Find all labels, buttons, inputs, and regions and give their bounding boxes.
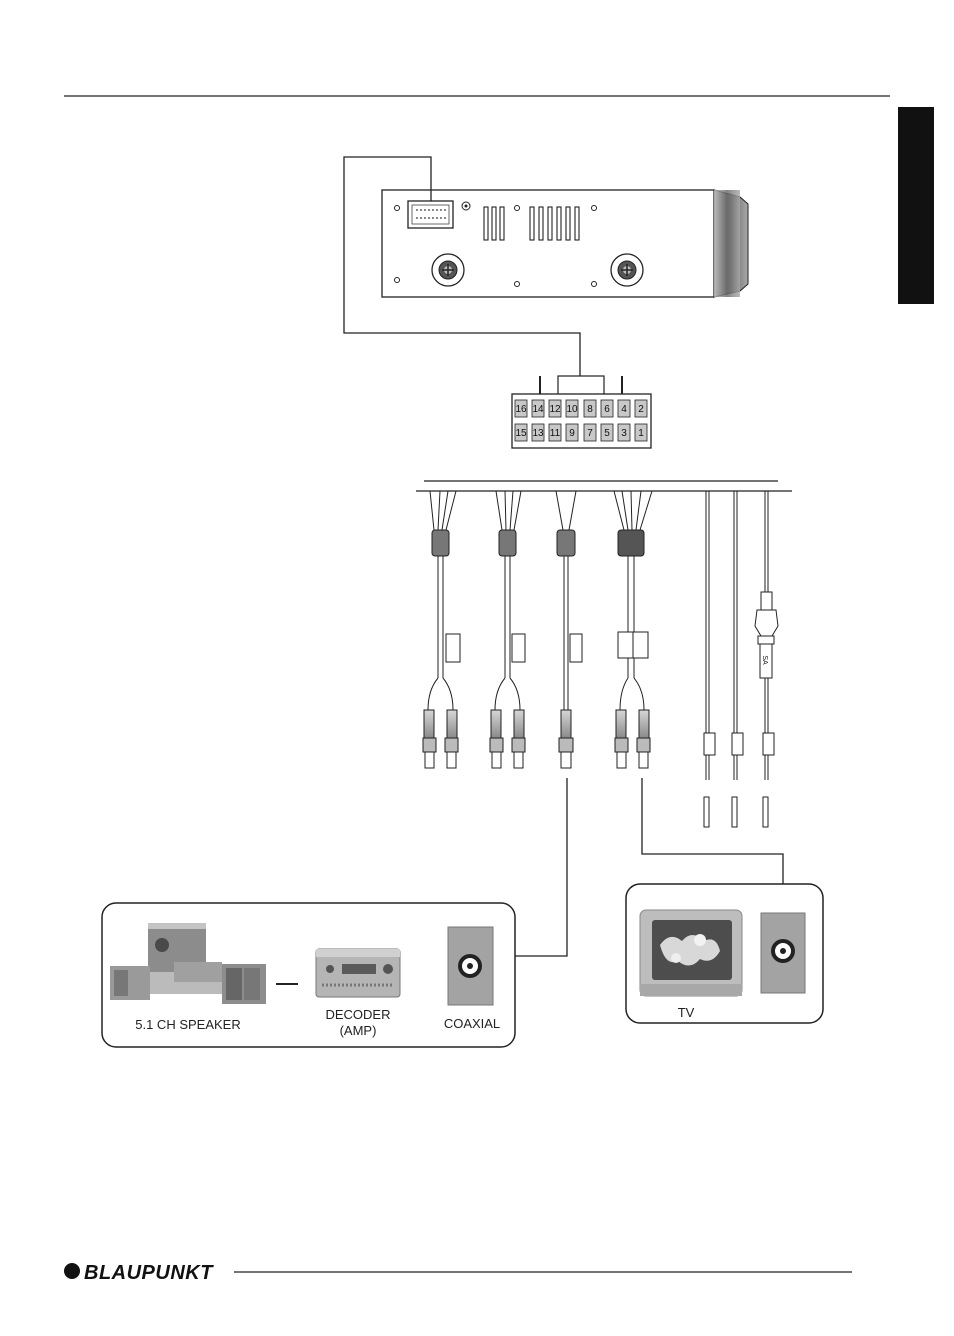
pin-label: 9 (569, 428, 575, 439)
brand-logo: BLAUPUNKT (64, 1262, 214, 1284)
coaxial-jack-icon (448, 927, 493, 1005)
pin-label: 10 (566, 404, 578, 415)
audio-system-box: 5.1 CH SPEAKER DECODER (AMP) COAXIAL (102, 903, 515, 1047)
wire-lead-2 (732, 491, 743, 827)
pin-label: 3 (621, 428, 627, 439)
pin-label: 2 (638, 404, 644, 415)
pin-label: 8 (587, 404, 593, 415)
fuse-label: SA (761, 655, 768, 665)
tv-label: TV (678, 1005, 695, 1020)
pin-label: 5 (604, 428, 610, 439)
coaxial-label: COAXIAL (444, 1016, 500, 1031)
pin-label: 6 (604, 404, 610, 415)
speaker-label: 5.1 CH SPEAKER (135, 1017, 241, 1032)
pin-connector: 16 14 12 10 8 6 4 2 15 13 11 9 7 5 3 1 (512, 376, 651, 448)
decoder-sub-label: (AMP) (340, 1023, 377, 1038)
wire-lead-1 (704, 491, 715, 827)
pin-label: 14 (532, 404, 544, 415)
mount-screw-left (432, 254, 464, 286)
decoder-label: DECODER (325, 1007, 390, 1022)
pin-label: 13 (532, 428, 544, 439)
pin-label: 11 (550, 428, 561, 439)
tv-box: TV (626, 884, 823, 1023)
pin-label: 16 (515, 404, 527, 415)
pin-label: 12 (549, 404, 561, 415)
brand-name: BLAUPUNKT (84, 1262, 214, 1284)
coaxial-out-cable (556, 491, 582, 768)
video-jack-icon (761, 913, 805, 993)
rca-cable-pair-1 (423, 491, 460, 768)
head-unit (382, 190, 748, 297)
pin-label: 7 (587, 428, 593, 439)
side-tab (898, 107, 934, 304)
pin-label: 15 (515, 428, 527, 439)
video-out-cable (614, 491, 652, 768)
pin-label: 1 (638, 428, 644, 439)
pin-label: 4 (621, 404, 627, 415)
tv-icon (640, 910, 742, 996)
decoder-amp-icon (316, 949, 400, 997)
mount-screw-right (611, 254, 643, 286)
rca-cable-pair-2 (490, 491, 525, 768)
